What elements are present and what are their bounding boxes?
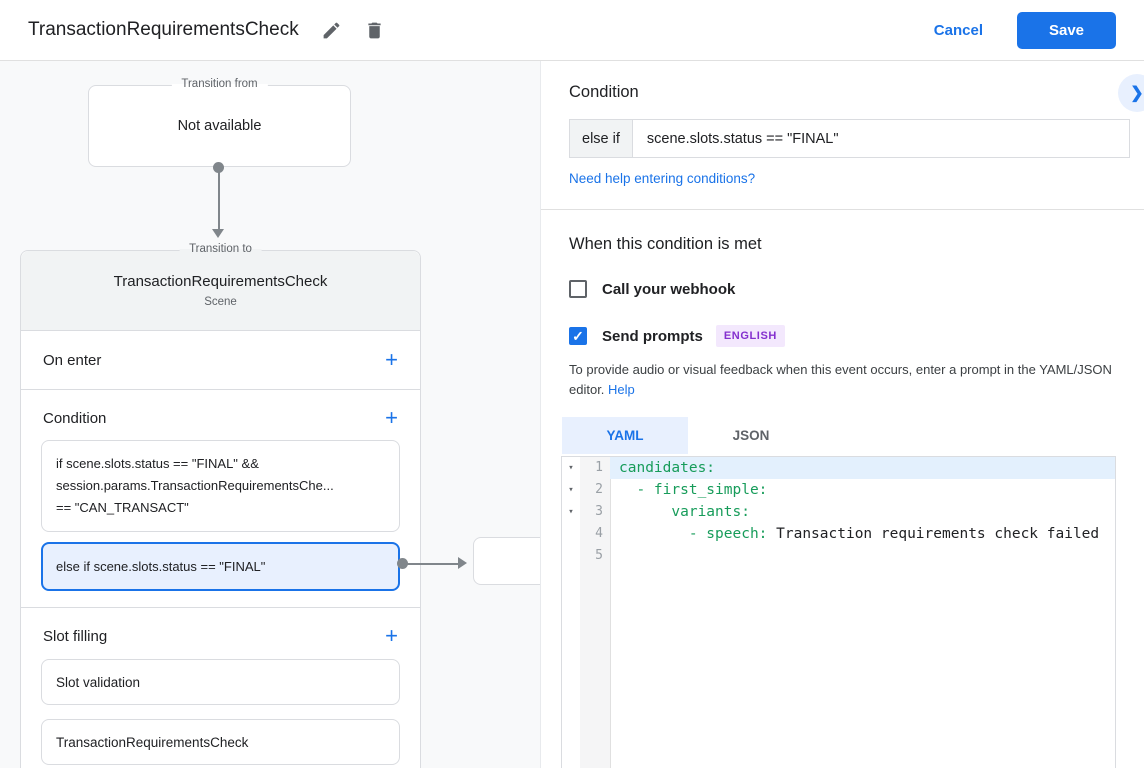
condition-input-row: else if [569,119,1130,158]
yaml-code-editor[interactable]: ▾ 1 candidates: ▾ 2 - first_simple: ▾ 3 varian… [561,456,1116,768]
transition-from-box[interactable]: Transition from Not available [88,78,351,167]
condition-expression-input[interactable] [631,119,1130,158]
when-met-title: When this condition is met [569,235,762,253]
delete-scene-button[interactable] [364,20,385,41]
code-text[interactable] [610,545,1115,567]
send-prompts-row: ✓ Send prompts ENGLISH [569,325,1130,347]
transition-to-card: Transition to TransactionRequirementsChe… [20,243,421,768]
transition-from-legend: Transition from [171,78,268,90]
connector-dot [397,558,408,569]
slot-box-transaction[interactable]: TransactionRequirementsCheck [41,719,400,765]
on-enter-label: On enter [43,351,102,369]
tab-json[interactable]: JSON [732,428,770,443]
line-number: 4 [595,526,603,541]
tab-yaml[interactable]: YAML [562,417,688,454]
transition-from-content: Not available [177,118,262,134]
add-slot-button[interactable]: + [385,623,398,648]
prompt-description-text: To provide audio or visual feedback when… [569,362,1112,397]
divider [21,607,420,608]
code-line[interactable]: ▾ 3 variants: [562,501,1115,523]
edit-title-button[interactable] [321,20,342,41]
send-prompts-label: Send prompts [602,327,703,345]
add-on-enter-button[interactable]: + [385,347,398,372]
line-number: 5 [595,548,603,563]
code-line[interactable]: ▾ 1 candidates: [562,457,1115,479]
scene-type-label: Scene [204,296,237,308]
webhook-checkbox[interactable]: ✓ [569,280,587,298]
code-text[interactable]: - first_simple: [619,482,768,498]
editor-tabs: YAML JSON [562,417,1130,454]
slot-filling-section: Slot filling + Slot validation Transacti… [21,608,420,768]
conditions-help-link[interactable]: Need help entering conditions? [569,171,756,186]
help-link[interactable]: Help [608,382,635,397]
fold-toggle-icon[interactable]: ▾ [568,485,574,495]
page-title: TransactionRequirementsCheck [28,19,299,40]
code-text[interactable]: - speech: Transaction requirements check… [619,526,1100,542]
scene-flow-panel: Transition from Not available Transition… [0,61,541,768]
slot-filling-label: Slot filling [43,627,108,645]
condition-detail-panel: Condition ❯ else if Need help entering c… [541,61,1144,768]
send-prompts-checkbox[interactable]: ✓ [569,327,587,345]
connector-line [218,169,220,229]
condition-line: else if scene.slots.status == "FINAL" [56,559,266,574]
fold-toggle-icon[interactable]: ▾ [568,507,574,517]
trash-icon [364,20,385,41]
prompt-description: To provide audio or visual feedback when… [569,360,1129,400]
fold-spacer [562,545,580,567]
transition-to-legend: Transition to [179,243,262,255]
chevron-right-icon: ❯ [1130,85,1144,102]
language-badge: ENGLISH [715,325,785,347]
line-number: 2 [595,482,603,497]
transition-target-box[interactable] [473,537,540,585]
line-number: 3 [595,504,603,519]
cancel-button[interactable]: Cancel [933,21,983,39]
code-text[interactable]: candidates: [610,457,1115,479]
check-icon: ✓ [572,327,584,344]
webhook-label: Call your webhook [602,280,736,298]
code-line[interactable]: 4 - speech: Transaction requirements che… [562,523,1115,545]
condition-section-label: Condition [43,409,107,427]
panel-title: Condition [569,83,639,101]
arrow-right-icon [458,557,467,569]
condition-box-elseif-selected[interactable]: else if scene.slots.status == "FINAL" [41,542,400,591]
connector-dot [213,162,224,173]
condition-editor-section: Condition ❯ else if Need help entering c… [541,61,1144,210]
condition-box-if[interactable]: if scene.slots.status == "FINAL" && sess… [41,440,400,532]
top-bar: TransactionRequirementsCheck Cancel Save [0,0,1144,61]
condition-line: if scene.slots.status == "FINAL" && [56,456,259,471]
code-line[interactable]: 5 [562,545,1115,567]
on-enter-row: On enter + [21,331,420,389]
fold-spacer [562,523,580,545]
line-number: 1 [595,460,603,475]
add-condition-button[interactable]: + [385,405,398,430]
condition-line: == "CAN_TRANSACT" [56,500,189,515]
arrow-down-icon [212,229,224,238]
code-text[interactable]: variants: [619,504,750,520]
code-line[interactable]: ▾ 2 - first_simple: [562,479,1115,501]
condition-line: session.params.TransactionRequirementsCh… [56,478,334,493]
connector-line [405,563,458,565]
webhook-row: ✓ Call your webhook [569,280,1130,298]
collapse-panel-button[interactable]: ❯ [1118,74,1144,112]
save-button[interactable]: Save [1017,11,1116,49]
scene-name: TransactionRequirementsCheck [113,273,328,290]
divider [21,389,420,390]
pencil-icon [321,20,342,41]
when-met-section: When this condition is met ✓ Call your w… [541,210,1144,768]
scene-header[interactable]: TransactionRequirementsCheck Scene [21,251,420,331]
condition-section: Condition + if scene.slots.status == "FI… [21,390,420,607]
fold-toggle-icon[interactable]: ▾ [568,463,574,473]
slot-box-validation[interactable]: Slot validation [41,659,400,705]
condition-prefix-label: else if [569,119,632,158]
